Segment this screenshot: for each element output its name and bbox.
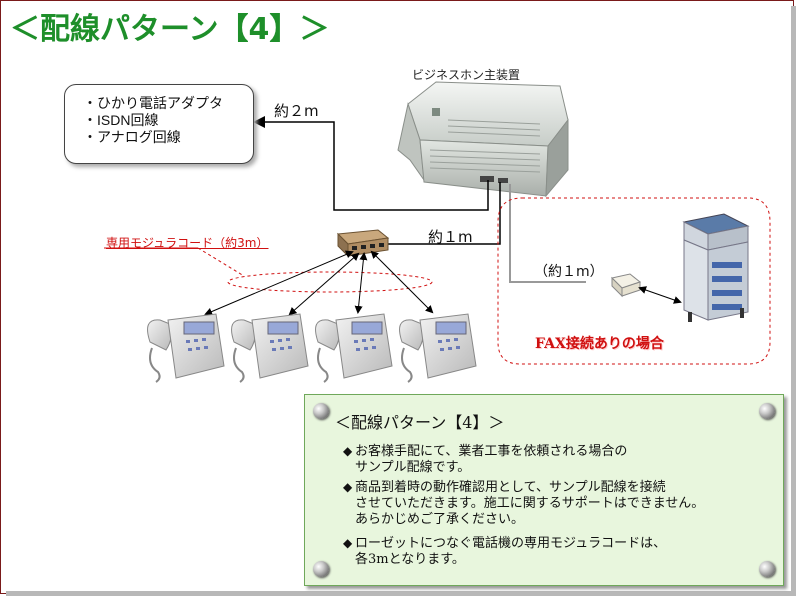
bullet-2-line-2: させていただきます。施工に関するサポートはできません。 [355,496,705,511]
panel-bullet-1: ◆お客様手配にて、業者工事を依頼される場合の サンプル配線です。 [343,443,627,476]
desk-phone-icon-1 [147,313,225,383]
frame-shadow-bottom [6,591,796,596]
fax-connector-icon [611,273,642,298]
diamond-icon: ◆ [343,444,353,458]
callout-item-analog: ・アナログ回線 [83,129,181,145]
panel-bullet-2: ◆商品到着時の動作確認用として、サンプル配線を接続 させていただきます。施工に関… [343,479,704,528]
fax-cable-length: （約１m） [534,264,604,280]
description-panel: ＜配線パターン【4】＞ ◆お客様手配にて、業者工事を依頼される場合の サンプル配… [304,394,784,586]
cable-length-1m: 約１m [428,228,473,246]
diagram-title: ＜配線パターン【4】＞ [10,12,330,47]
fax-connection-label: FAX接続ありの場合 [535,336,664,352]
pushpin-icon-top-left [313,403,329,419]
desk-phone-icon-2 [231,313,309,383]
diamond-icon: ◆ [343,536,353,550]
business-phone-main-unit-icon [397,81,569,198]
line-types-callout: ・ひかり電話アダプタ ・ISDN回線 ・アナログ回線 [64,84,254,164]
frame-shadow-right [791,6,796,596]
bullet-2-line-1: 商品到着時の動作確認用として、サンプル配線を接続 [355,480,666,495]
fax-copier-icon [682,213,750,322]
callout-item-optical: ・ひかり電話アダプタ [83,95,223,111]
bullet-1-line-2: サンプル配線です。 [355,460,471,475]
main-unit-label: ビジネスホン主装置 [412,68,521,82]
bullet-3-line-1: ローゼットにつなぐ電話機の専用モジュラコードは、 [355,536,667,551]
bullet-2-line-3: あらかじめご了承ください。 [355,512,525,527]
pushpin-icon-bottom-left [313,561,329,577]
pushpin-icon-top-right [759,403,775,419]
callout-item-isdn: ・ISDN回線 [83,112,159,128]
panel-bullet-3: ◆ローゼットにつなぐ電話機の専用モジュラコードは、 各3mとなります。 [343,535,666,568]
desk-phone-icon-4 [399,313,477,383]
cable-length-2m: 約２m [274,102,319,120]
modular-jack-box-icon [336,229,390,258]
desk-phone-icon-3 [315,313,393,383]
pushpin-icon-bottom-right [759,561,775,577]
diamond-icon: ◆ [343,480,353,494]
panel-title: ＜配線パターン【4】＞ [335,413,505,432]
bullet-3-line-2: 各3mとなります。 [355,552,465,567]
bullet-1-line-1: お客様手配にて、業者工事を依頼される場合の [355,444,628,459]
modular-cord-label: 専用モジュラコード（約3m） [106,236,269,250]
